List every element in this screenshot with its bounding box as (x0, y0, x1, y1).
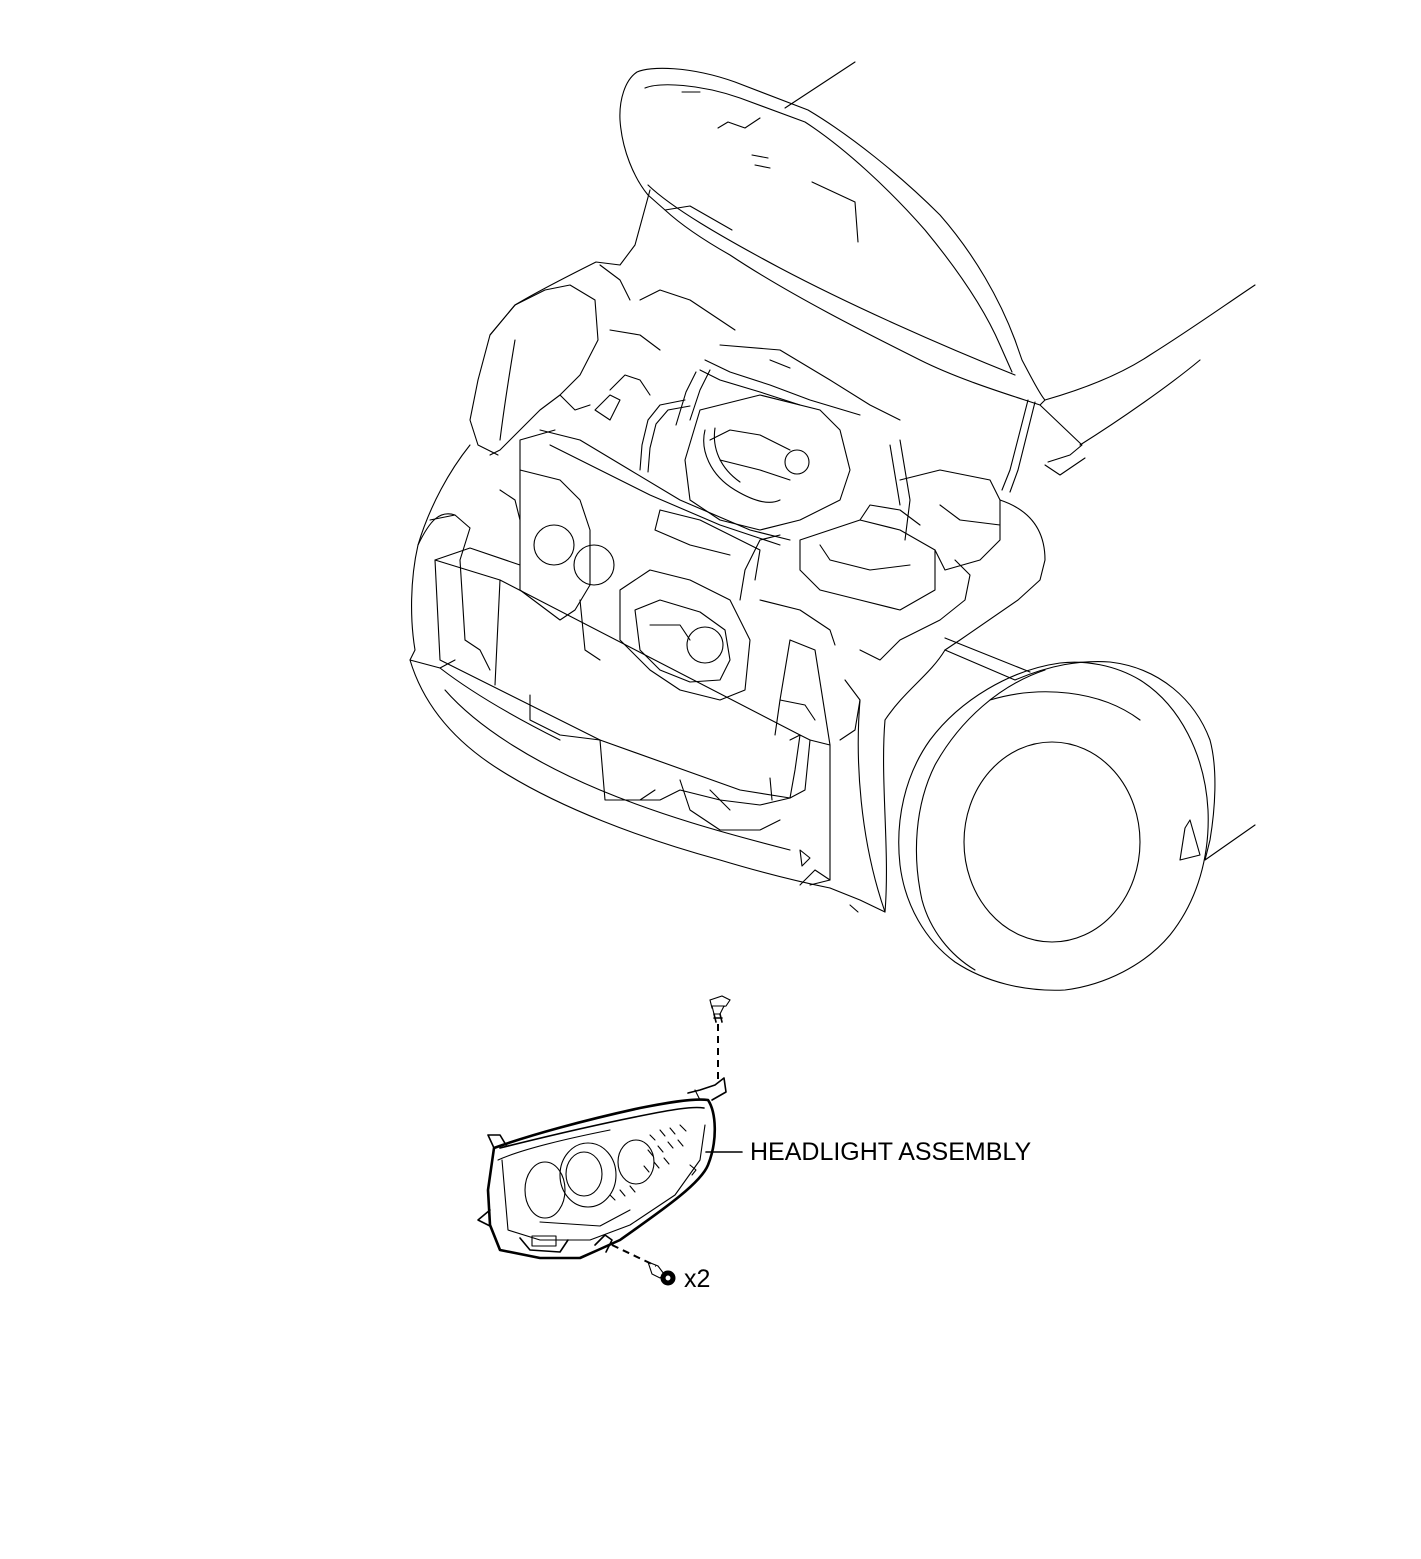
bolt-guide-line-lower (611, 1244, 657, 1267)
open-hood (619, 61, 1256, 493)
headlight-assembly-illustration (477, 1077, 727, 1260)
bolt-icon (709, 995, 731, 1023)
bumper-reinforcement (434, 547, 831, 886)
engine-bay (459, 264, 1001, 741)
vehicle-front-illustration (409, 61, 1256, 991)
headlight-assembly-label: HEADLIGHT ASSEMBLY (750, 1138, 1032, 1166)
bolt-icon (647, 1261, 676, 1286)
bolt-quantity-label: x2 (684, 1265, 711, 1293)
body-shell (409, 189, 1256, 991)
